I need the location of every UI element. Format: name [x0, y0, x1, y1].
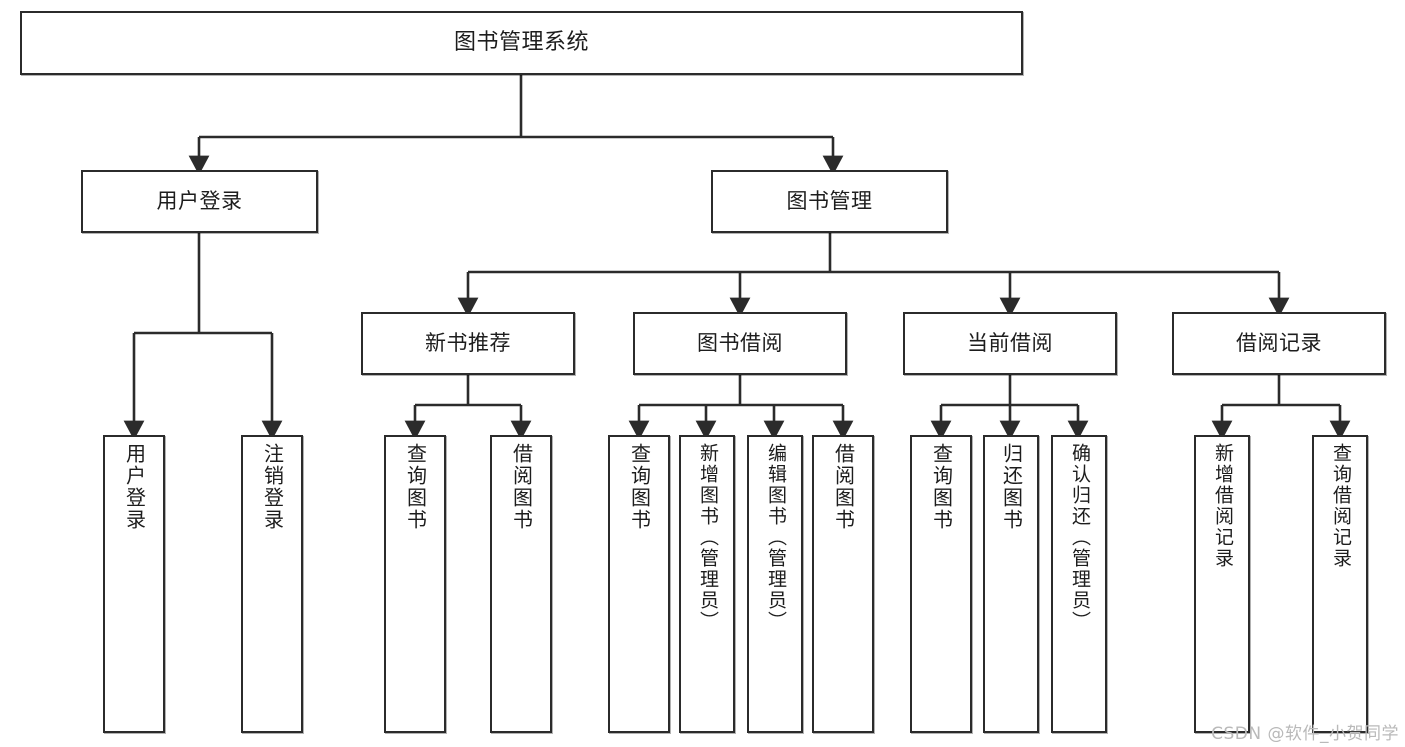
- node-label: 新书推荐: [425, 330, 511, 355]
- leaf-user-login-login[interactable]: 用户登录: [103, 435, 165, 733]
- leaf-book-borrow-add-book-admin[interactable]: 新增图书（管理员）: [679, 435, 735, 733]
- node-label: 新增借阅记录: [1211, 443, 1234, 569]
- leaf-book-borrow-borrow-books[interactable]: 借阅图书: [812, 435, 874, 733]
- csdn-watermark: CSDN @软件_小贺同学: [1211, 724, 1399, 744]
- node-label: 图书借阅: [697, 330, 783, 355]
- node-borrowing-records[interactable]: 借阅记录: [1172, 312, 1386, 375]
- node-label: 用户登录: [122, 443, 147, 531]
- node-new-book-recommendation[interactable]: 新书推荐: [361, 312, 575, 375]
- leaf-borrow-record-add-record[interactable]: 新增借阅记录: [1194, 435, 1250, 733]
- node-label: 用户登录: [156, 188, 243, 213]
- node-label: 借阅记录: [1236, 330, 1322, 355]
- node-label: 查询图书: [929, 443, 954, 531]
- node-label: 归还图书: [999, 443, 1024, 531]
- node-current-borrowing[interactable]: 当前借阅: [903, 312, 1117, 375]
- node-user-login[interactable]: 用户登录: [81, 170, 318, 233]
- leaf-new-book-borrow-books[interactable]: 借阅图书: [490, 435, 552, 733]
- leaf-current-borrow-return-books[interactable]: 归还图书: [983, 435, 1039, 733]
- leaf-user-login-logout[interactable]: 注销登录: [241, 435, 303, 733]
- leaf-current-borrow-confirm-return-admin[interactable]: 确认归还（管理员）: [1051, 435, 1107, 733]
- node-label: 新增图书（管理员）: [696, 443, 719, 632]
- node-label: 图书管理系统: [453, 29, 589, 55]
- node-label: 查询借阅记录: [1329, 443, 1352, 569]
- node-label: 借阅图书: [509, 443, 534, 531]
- node-root-book-management-system[interactable]: 图书管理系统: [20, 11, 1023, 75]
- node-label: 确认归还（管理员）: [1068, 443, 1091, 632]
- leaf-current-borrow-query-books[interactable]: 查询图书: [910, 435, 972, 733]
- node-label: 借阅图书: [831, 443, 856, 531]
- node-label: 查询图书: [627, 443, 652, 531]
- node-label: 编辑图书（管理员）: [764, 443, 787, 632]
- leaf-book-borrow-edit-book-admin[interactable]: 编辑图书（管理员）: [747, 435, 803, 733]
- leaf-new-book-query-books[interactable]: 查询图书: [384, 435, 446, 733]
- node-label: 当前借阅: [967, 330, 1053, 355]
- leaf-borrow-record-query-record[interactable]: 查询借阅记录: [1312, 435, 1368, 733]
- leaf-book-borrow-query-books[interactable]: 查询图书: [608, 435, 670, 733]
- node-label: 图书管理: [786, 188, 873, 213]
- node-book-management[interactable]: 图书管理: [711, 170, 948, 233]
- node-label: 注销登录: [260, 443, 285, 531]
- node-label: 查询图书: [403, 443, 428, 531]
- node-book-borrowing[interactable]: 图书借阅: [633, 312, 847, 375]
